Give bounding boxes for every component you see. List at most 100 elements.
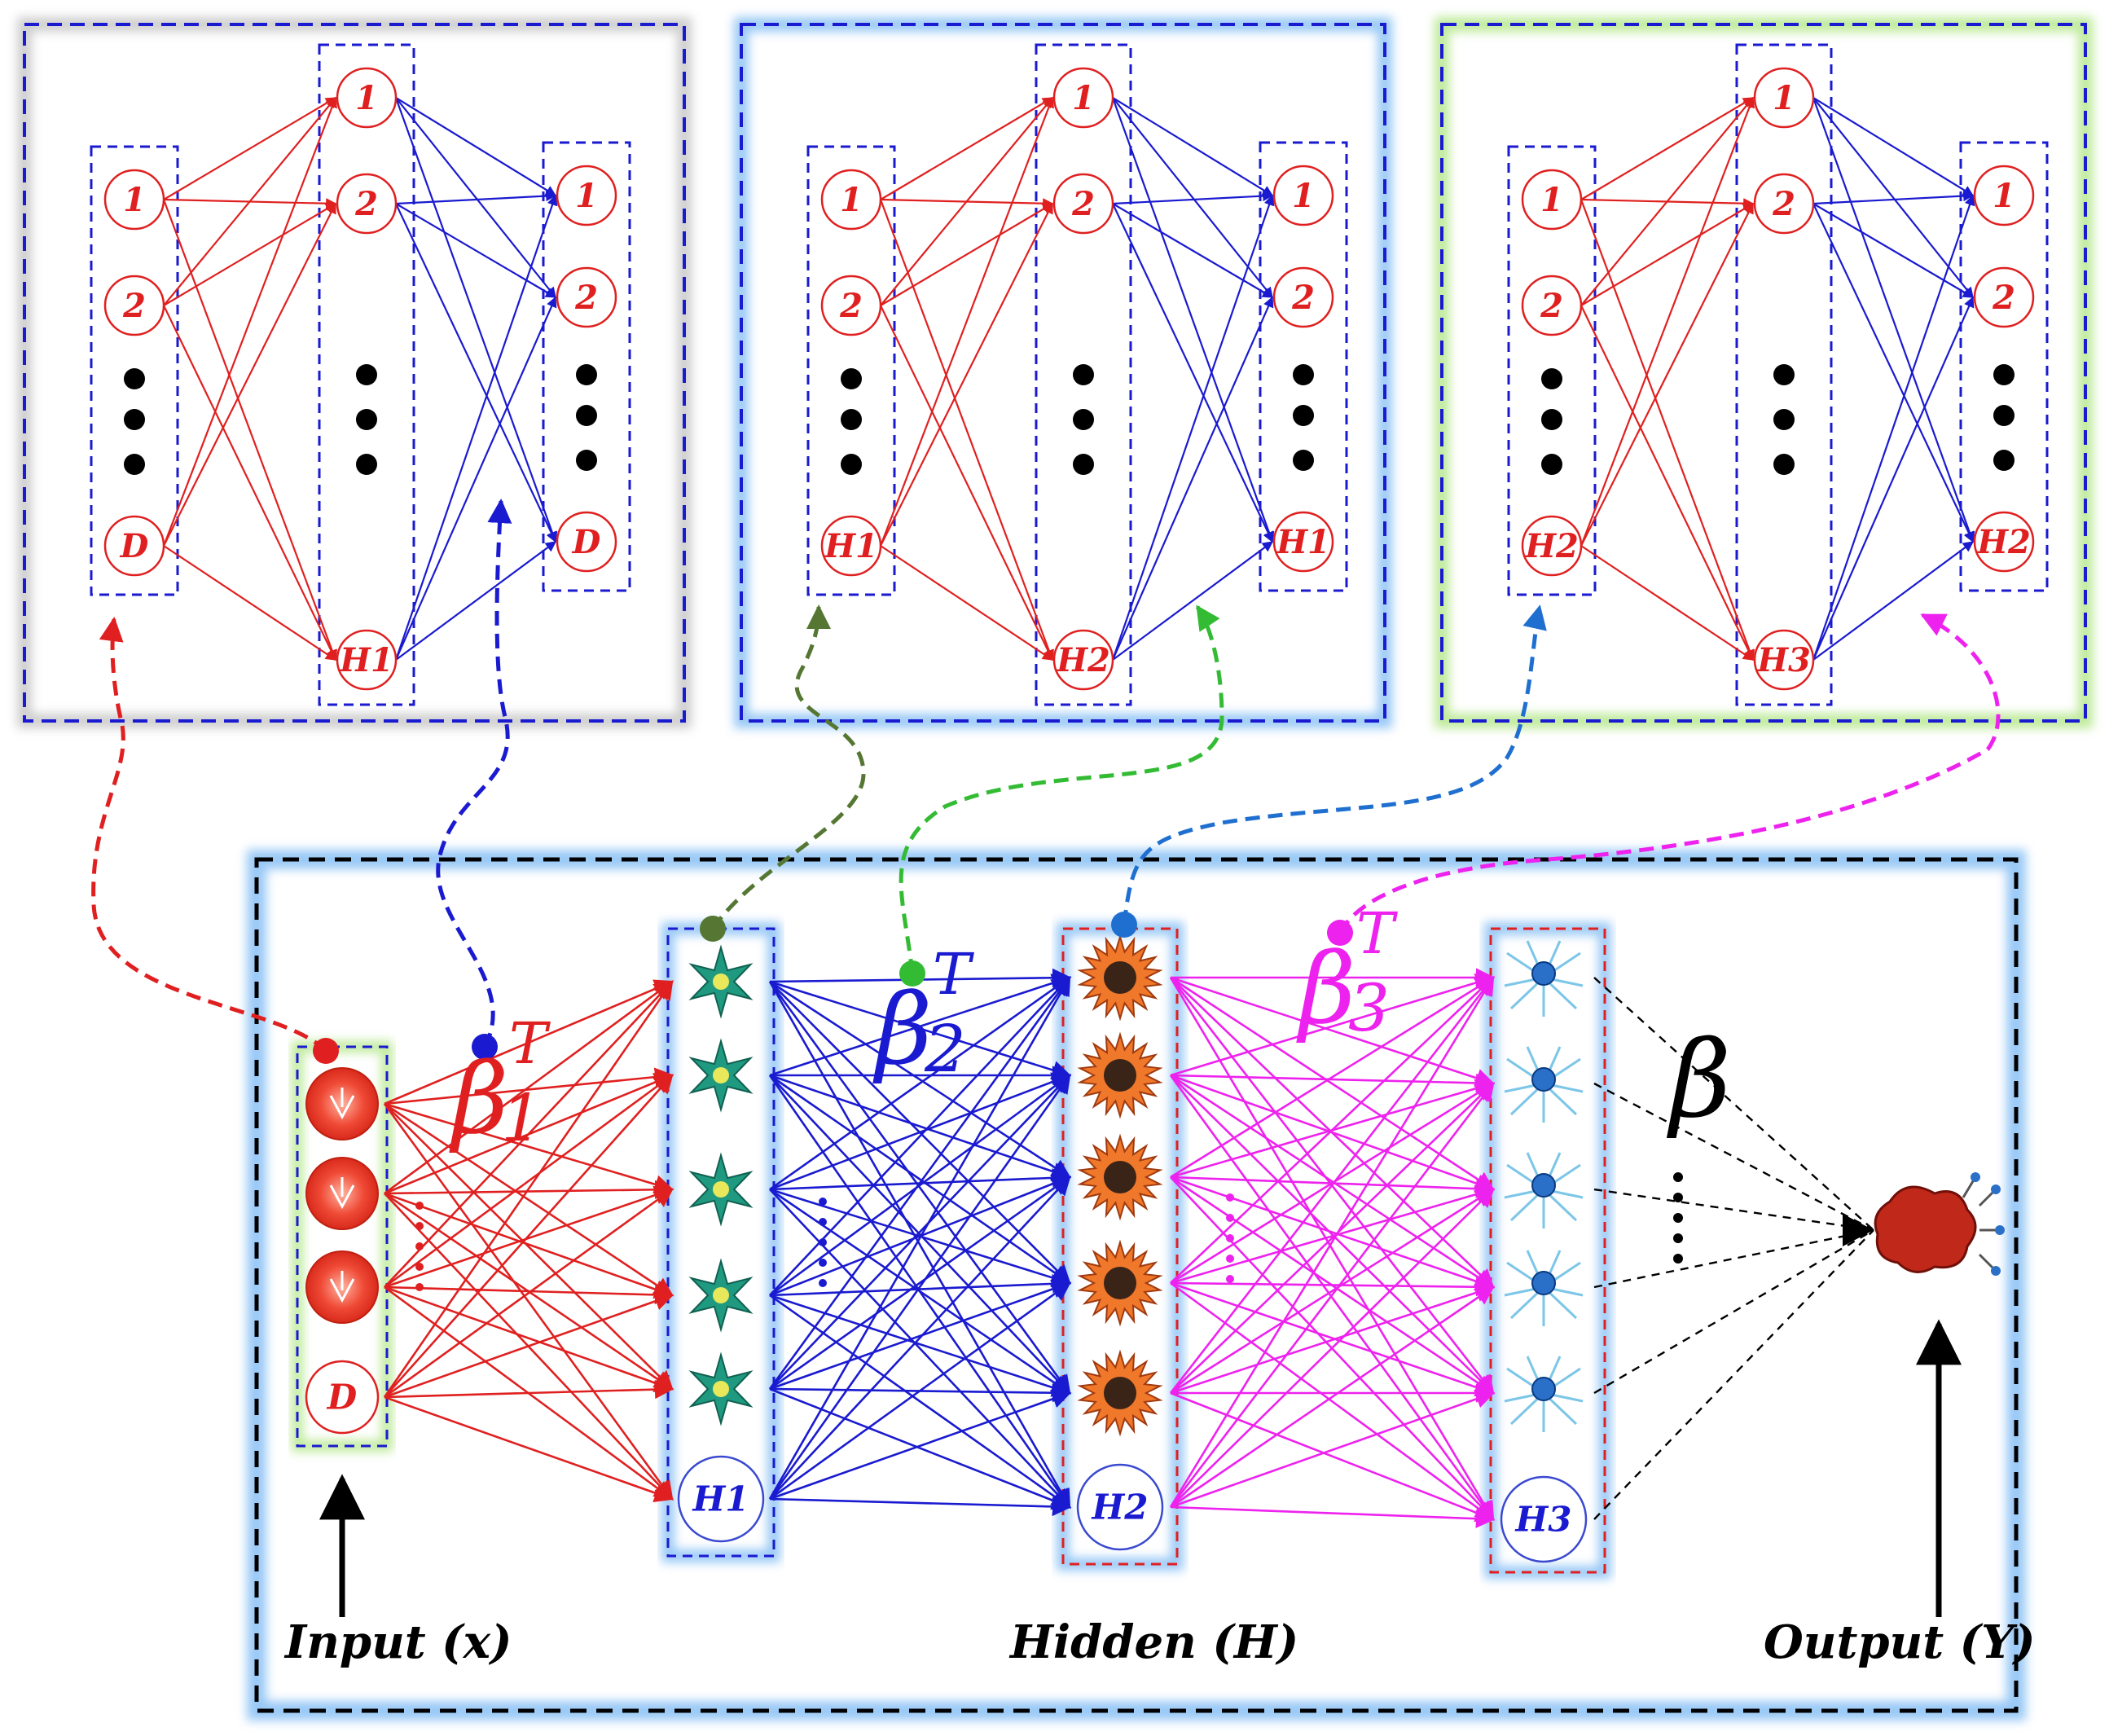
panel-3-input-column	[1507, 145, 1597, 596]
output-caption: Output (Y)	[1764, 1615, 2036, 1669]
connection-layer	[162, 96, 2000, 1617]
panel-2-edge-in1-h1	[880, 97, 1054, 200]
edge-h1-2-h2-4	[769, 1074, 1071, 1285]
h3-neuron-4-soma	[1531, 1271, 1556, 1295]
panel-2-hidden-node-1	[1052, 67, 1114, 129]
link-beta1-to-panel1-hidden-anchor-dot	[472, 1034, 498, 1060]
panel-3-hidden-node-2-label: 2	[1772, 185, 1795, 223]
panel-3-edge-h2-out2	[1812, 203, 1975, 298]
edge-input4-h1-3	[384, 1188, 674, 1399]
edge-h1-5-h2-4	[769, 1279, 1072, 1391]
panel-1-input-node-3-label: D	[120, 527, 149, 565]
panel-3-edge-in2-h1	[1580, 96, 1754, 306]
h1-h2-ellipsis-1	[819, 1198, 827, 1206]
h1-neuron-4-nucleus	[713, 1287, 729, 1303]
h2-neuron-4-core	[1104, 1267, 1136, 1299]
h1-h2-ellipsis-5	[819, 1279, 827, 1287]
panel-2-edge-in2-h1	[880, 96, 1053, 306]
panel-1-output-node-2	[556, 266, 617, 328]
edge-input4-h1-5	[384, 1379, 674, 1400]
input-h1-ellipsis-2	[415, 1222, 424, 1230]
panel-2-output-node-2-label: 2	[1291, 279, 1315, 317]
panel-3-output-ellipsis-2	[1993, 405, 2015, 426]
edge-h1-5-h2-1	[768, 976, 1071, 1390]
panel-1-hidden-ellipsis-3	[356, 454, 377, 475]
panel-2-input-node-3	[820, 515, 882, 577]
panel-3-input-ellipsis-3	[1541, 454, 1562, 475]
h2-h3-ellipsis-4	[1226, 1255, 1234, 1263]
beta2-superscript: T	[933, 941, 974, 1008]
panel-2-hidden-column	[1035, 43, 1132, 706]
output-brain-icon	[1874, 1185, 1977, 1273]
panel-1-edge-in1-h1	[163, 97, 337, 200]
beta3-superscript: T	[1356, 900, 1398, 967]
edge-input3-h1-3	[384, 1185, 674, 1289]
edge-h3-5-output	[1593, 1228, 1874, 1395]
panel-3-output-node-3	[1973, 511, 2035, 573]
panel-3-output-node-1-label: 1	[1993, 177, 2015, 215]
panel-3-hidden-node-1	[1753, 67, 1815, 129]
panel-1-output-node-1	[556, 165, 617, 226]
edge-input1-h1-5	[384, 1103, 674, 1391]
panel-1-hidden-node-1-label: 1	[355, 79, 378, 117]
panel-3-input-node-3	[1521, 515, 1583, 577]
edge-h2-6-h3-2	[1169, 1082, 1495, 1508]
edge-h2-2-h3-3	[1170, 1074, 1496, 1193]
edge-h1-4-h2-2	[769, 1074, 1071, 1297]
panel-3-hidden-column	[1735, 43, 1833, 706]
panel-1-edge-h1-out1	[395, 97, 557, 196]
input-h1-ellipsis-3	[415, 1242, 424, 1250]
edge-h2-5-h3-6	[1170, 1391, 1496, 1523]
panel-3-hidden-node-2	[1753, 173, 1815, 235]
panel-1-output-node-1-label: 1	[575, 177, 598, 215]
link-input-to-panel1-input	[91, 617, 327, 1053]
edge-h1-6-h2-1	[768, 975, 1071, 1500]
panel-1-edge-h1-out3	[394, 97, 558, 543]
input-neuron-2-glyph	[329, 1177, 355, 1210]
edge-h2-6-h3-6	[1170, 1505, 1496, 1528]
panel-2-hidden-ellipsis-2	[1073, 409, 1094, 430]
edge-input2-h1-3	[384, 1180, 674, 1199]
beta1-subscript: 1	[501, 1080, 543, 1156]
hidden-caption: Hidden (H)	[1008, 1615, 1298, 1669]
panel-1-output-ellipsis-1	[576, 364, 597, 385]
panel-1-edge-h1-out2	[395, 97, 556, 299]
edge-input2-h1-1	[384, 980, 674, 1195]
h2-h3-ellipsis-5	[1226, 1275, 1234, 1283]
edge-h3-3-output	[1593, 1188, 1874, 1232]
edge-input1-h1-1	[384, 979, 674, 1105]
panel-3-edge-in2-h2	[1580, 203, 1755, 306]
beta1-symbol: β	[449, 1043, 508, 1156]
edge-h3-6-output	[1593, 1229, 1874, 1520]
panel-3-edge-in1-h1	[1580, 97, 1755, 200]
edge-h1-5-h2-6	[769, 1387, 1072, 1510]
edge-h1-5-h2-2	[769, 1074, 1071, 1390]
panel-2-hidden-ellipsis-3	[1073, 454, 1094, 475]
panel-2-edge-h2-out3	[1112, 203, 1273, 543]
edge-h1-2-h2-3	[769, 1074, 1072, 1181]
panel-3-hidden-ellipsis-3	[1773, 454, 1795, 475]
input-neuron-3-glyph	[329, 1271, 355, 1303]
panel-1-hidden-node-3-label: H1	[339, 641, 393, 679]
panel-1-edge-h2-out2	[395, 203, 557, 298]
beta1-superscript: T	[509, 1010, 551, 1077]
edge-h2-4-h3-3	[1170, 1184, 1496, 1285]
h2-neuron-3-core	[1104, 1161, 1136, 1193]
edge-input1-h1-4	[384, 1102, 674, 1297]
h3-neuron-5-soma	[1531, 1377, 1556, 1401]
panel-2-hidden-node-3	[1052, 629, 1114, 691]
link-h2-to-panel3-input	[1122, 604, 1547, 925]
h2-neuron-2-core	[1104, 1059, 1136, 1092]
panel-3-edge-in3-h3	[1580, 545, 1755, 661]
input-node-last	[305, 1360, 380, 1435]
panel-2-output-ellipsis-2	[1293, 405, 1314, 426]
edge-h1-5-h2-3	[769, 1176, 1071, 1391]
panel-3-edge-in1-h3	[1580, 199, 1755, 661]
panel-1-hidden-column	[318, 43, 415, 706]
edge-h1-3-h2-1	[769, 976, 1071, 1191]
panel-1-hidden-ellipsis-1	[356, 364, 377, 385]
edge-h2-6-h3-1	[1169, 976, 1495, 1508]
panel-2-output-node-1-label: 1	[1292, 177, 1315, 215]
panel-2-output-node-1	[1272, 165, 1334, 226]
edge-h1-6-h2-2	[768, 1074, 1071, 1500]
